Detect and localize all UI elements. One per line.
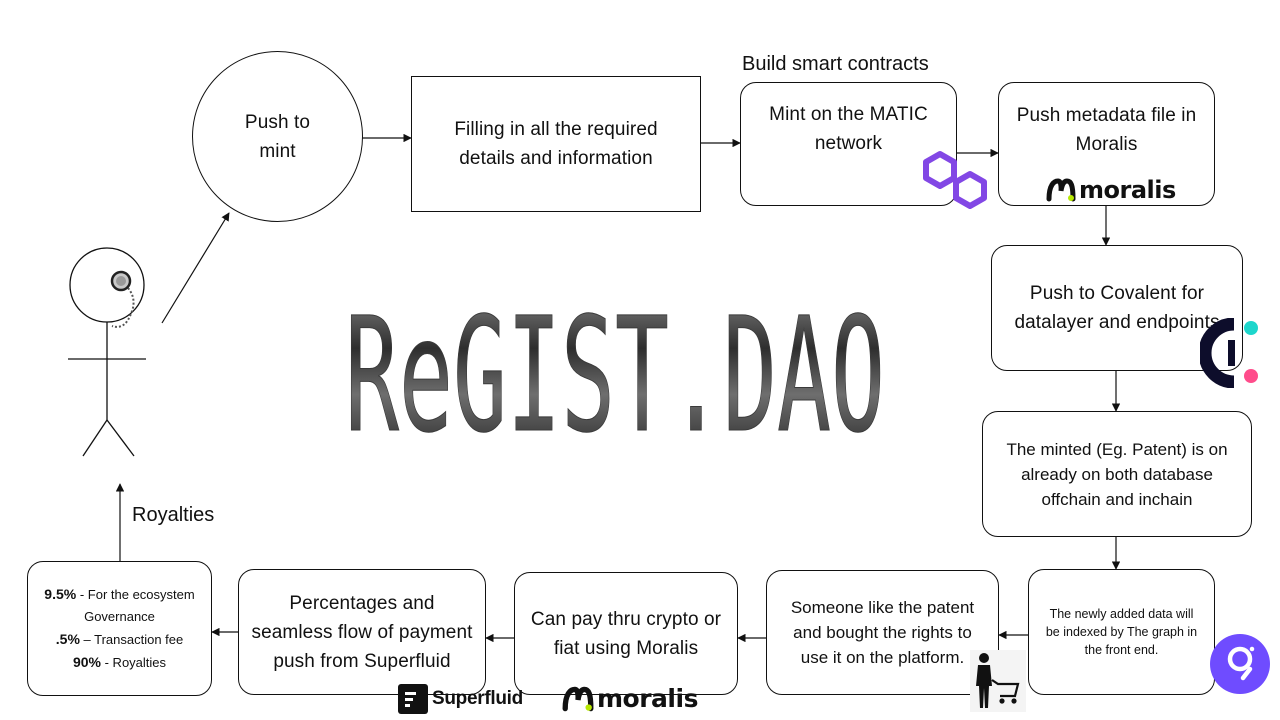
moralis-icon (1046, 178, 1076, 202)
royalties-label: Royalties (132, 504, 215, 526)
moralis-icon (562, 686, 594, 711)
moralis-logo-pay: moralis (562, 684, 698, 713)
build-smart-contracts-label: Build smart contracts (742, 53, 929, 75)
pay-crypto-node: Can pay thru crypto or fiat using Morali… (514, 572, 738, 695)
shopper-cart-icon (970, 650, 1026, 712)
svg-text:ReGIST.DAO: ReGIST.DAO (345, 292, 885, 442)
superfluid-wordmark: Superfluid (432, 688, 523, 709)
push-covalent-text: Push to Covalent for datalayer and endpo… (1014, 283, 1220, 333)
royalty-line-royalties: 90% - Royalties (72, 654, 167, 670)
pay-crypto-text: Can pay thru crypto or fiat using Morali… (530, 608, 722, 659)
filling-details-text: Filling in all the required details and … (454, 119, 658, 169)
filling-details-node: Filling in all the required details and … (411, 76, 701, 212)
superfluid-logo: Superfluid (398, 684, 523, 714)
royalty-line-fee: .5% – Transaction fee (55, 631, 184, 647)
mint-matic-node: Mint on the MATIC network (740, 82, 957, 206)
minted-patent-text: The minted (Eg. Patent) is on already on… (1006, 439, 1228, 509)
superfluid-flow-text: Percentages and seamless flow of payment… (251, 592, 473, 672)
push-covalent-node: Push to Covalent for datalayer and endpo… (991, 245, 1243, 371)
mint-matic-text: Mint on the MATIC network (769, 104, 928, 154)
superfluid-icon (398, 684, 428, 714)
regist-dao-title: ReGIST.DAO (345, 292, 886, 442)
push-metadata-text: Push metadata file in Moralis (1016, 105, 1197, 155)
moralis-wordmark: moralis (1079, 176, 1176, 204)
indexed-graph-text: The newly added data will be indexed by … (1045, 607, 1198, 657)
the-graph-icon (1210, 634, 1270, 694)
push-to-mint-text: Push to mint (244, 111, 311, 162)
push-to-mint-node: Push to mint (192, 51, 363, 222)
arrow-figure-to-mint (161, 212, 230, 324)
minted-patent-node: The minted (Eg. Patent) is on already on… (982, 411, 1252, 537)
covalent-icon (1200, 318, 1258, 388)
polygon-icon (923, 151, 987, 209)
royalty-line-governance: 9.5% - For the ecosystem Governance (44, 586, 195, 624)
user-stick-figure (68, 247, 146, 457)
royalty-split-node: 9.5% - For the ecosystem Governance .5% … (27, 561, 212, 696)
someone-bought-node: Someone like the patent and bought the r… (766, 570, 999, 695)
moralis-wordmark: moralis (597, 684, 698, 713)
someone-bought-text: Someone like the patent and bought the r… (790, 598, 975, 667)
moralis-logo-metadata: moralis (1046, 176, 1176, 204)
superfluid-flow-node: Percentages and seamless flow of payment… (238, 569, 486, 695)
indexed-graph-node: The newly added data will be indexed by … (1028, 569, 1215, 695)
push-metadata-node: Push metadata file in Moralis (998, 82, 1215, 206)
